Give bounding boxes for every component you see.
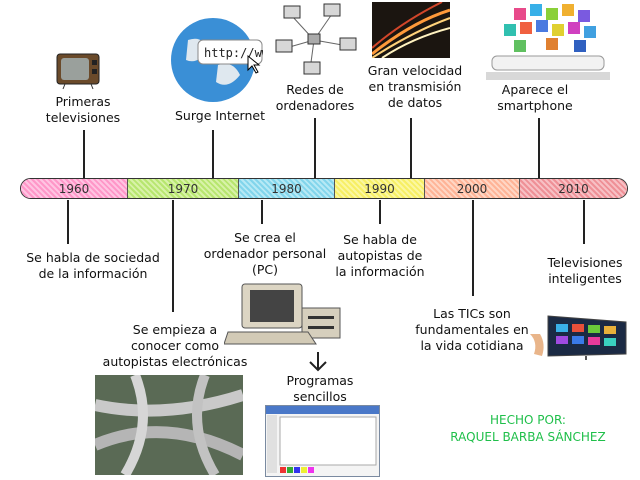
event-tv-label: Primeras televisiones bbox=[45, 94, 121, 125]
tick-smart-tv bbox=[583, 200, 585, 244]
highway-icon bbox=[95, 375, 243, 475]
decade-2000: 2000 bbox=[425, 179, 520, 198]
event-internet-label: Surge Internet bbox=[174, 108, 265, 123]
event-smartphone-label: Aparece el smartphone bbox=[497, 82, 573, 113]
decade-2010: 2010 bbox=[520, 179, 627, 198]
event-pc-label: Se crea el ordenador personal (PC) bbox=[203, 230, 327, 277]
event-tics-label: Las TICs son fundamentales en la vida co… bbox=[415, 306, 529, 353]
tick-smartphone bbox=[538, 118, 540, 178]
tick-tv bbox=[83, 130, 85, 178]
svg-text:http://ww: http://ww bbox=[204, 46, 263, 60]
decade-1980: 1980 bbox=[239, 179, 335, 198]
event-programas-label: Programas sencillos bbox=[286, 373, 354, 404]
decade-1990: 1990 bbox=[335, 179, 425, 198]
decade-label: 1960 bbox=[58, 181, 90, 196]
decade-1970: 1970 bbox=[128, 179, 239, 198]
tv-icon bbox=[56, 53, 100, 90]
tick-tics bbox=[472, 200, 474, 296]
arrow-down-icon bbox=[309, 352, 327, 372]
decade-label: 2000 bbox=[456, 181, 488, 196]
decade-label: 1980 bbox=[271, 181, 302, 196]
event-speed-label: Gran velocidad en transmisión de datos bbox=[367, 63, 463, 110]
tick-networks bbox=[314, 118, 316, 178]
event-sociedad-label: Se habla de sociedad de la información bbox=[26, 250, 160, 281]
highway-lights-icon bbox=[372, 2, 450, 58]
event-networks-label: Redes de ordenadores bbox=[275, 82, 355, 113]
tick-autopistas-info bbox=[379, 200, 381, 224]
decade-1960: 1960 bbox=[21, 179, 128, 198]
computer-icon bbox=[224, 283, 341, 345]
credit-line-1: HECHO POR: bbox=[490, 413, 566, 427]
tick-speed bbox=[410, 118, 412, 178]
globe-icon: http://ww bbox=[171, 18, 263, 102]
tick-internet bbox=[212, 130, 214, 178]
tick-pc bbox=[261, 200, 263, 224]
network-icon bbox=[275, 3, 357, 75]
paint-window-icon bbox=[265, 405, 380, 477]
smart-tv-icon bbox=[530, 315, 627, 360]
tick-autopistas-elec bbox=[172, 200, 174, 312]
event-autopistas-elec-label: Se empieza a conocer como autopistas ele… bbox=[102, 322, 248, 369]
credit-line-2: RAQUEL BARBA SÁNCHEZ bbox=[450, 430, 606, 444]
smartphone-icon bbox=[486, 4, 610, 80]
tick-sociedad bbox=[67, 200, 69, 244]
author-credit: HECHO POR: RAQUEL BARBA SÁNCHEZ bbox=[418, 412, 638, 446]
timeline-bar: 1960 1970 1980 1990 2000 2010 bbox=[20, 178, 628, 199]
event-smart-tv-label: Televisiones inteligentes bbox=[547, 255, 623, 286]
decade-label: 2010 bbox=[558, 181, 589, 196]
decade-label: 1990 bbox=[364, 181, 395, 196]
decade-label: 1970 bbox=[167, 181, 199, 196]
event-autopistas-info-label: Se habla de autopistas de la información bbox=[335, 232, 425, 279]
